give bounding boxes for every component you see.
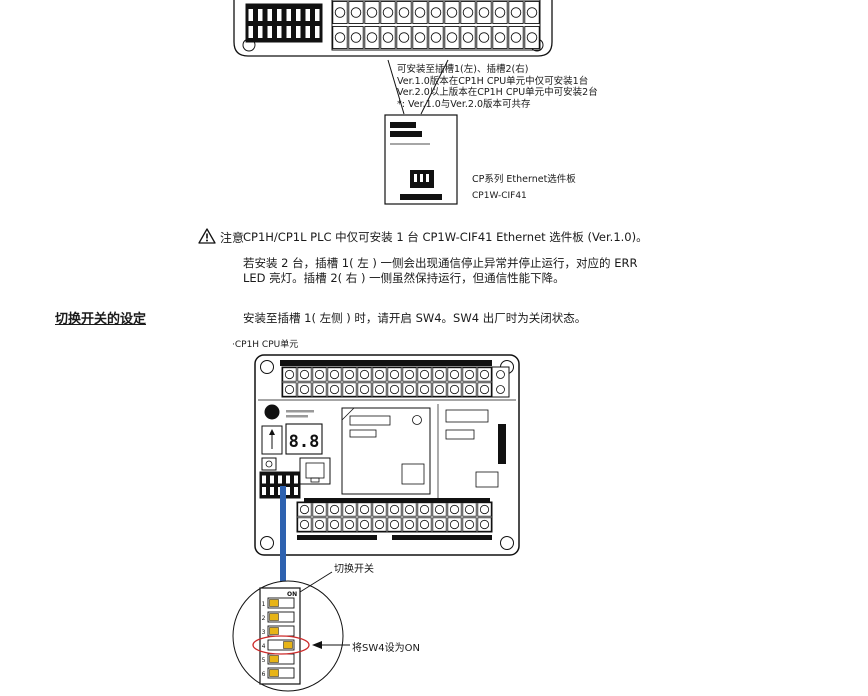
caution-paragraph: 若安装 2 台，插槽 1( 左 ) 一侧会出现通信停止异常并停止运行，对应的 E… (243, 256, 637, 285)
slot-pointer-lines (387, 59, 449, 115)
board-model-label: CP1W-CIF41 (472, 191, 527, 201)
sw4-highlight-ellipse (252, 635, 310, 655)
caution-line: 若安装 2 台，插槽 1( 左 ) 一侧会出现通信停止异常并停止运行，对应的 E… (243, 256, 638, 270)
display-readout: 8.8 (289, 432, 320, 452)
dip-on-label: ON (287, 591, 297, 598)
slot-install-note: 可安装至插槽1(左)、插槽2(右) Ver.1.0版本在CP1H CPU单元中仅… (397, 64, 598, 110)
seven-segment-display (285, 423, 323, 455)
zoom-callout-line (280, 486, 286, 582)
cpu-unit-bottom-drawing (233, 0, 553, 57)
top-terminal-strip (281, 366, 493, 398)
ethernet-option-board-drawing (384, 114, 458, 205)
analog-dial (264, 404, 280, 420)
note-line: *: Ver.1.0与Ver.2.0版本可共存 (397, 98, 531, 110)
dip-switch-label: 切换开关 (334, 564, 374, 575)
dip-switch-6 (267, 667, 295, 679)
bottom-edge-bar (304, 498, 490, 503)
caution-paragraph: CP1H/CP1L PLC 中仅可安装 1 台 CP1W-CIF41 Ether… (243, 230, 648, 244)
board-label-bar (390, 131, 422, 137)
sw4-arrow (312, 641, 322, 649)
dip-switch-1 (267, 597, 295, 609)
board-series-label: CP系列 Ethernet选件板 (472, 174, 576, 185)
dip-number: 1 (262, 601, 266, 608)
caution-label: 注意 (220, 231, 245, 245)
note-line: Ver.2.0以上版本在CP1H CPU单元中可安装2台 (397, 87, 598, 98)
screw-terminal-strip (331, 0, 541, 51)
mounting-hole (260, 536, 274, 550)
bottom-terminal-strip (296, 501, 493, 533)
option-board-slot (341, 407, 431, 495)
dip-number: 6 (262, 671, 266, 678)
dip-number: 2 (262, 615, 266, 622)
dip-switch-4 (267, 639, 295, 651)
mounting-hole (260, 360, 274, 374)
dip-switch-zoom: ON 1 2 3 4 5 6 (232, 571, 350, 692)
mode-button (261, 457, 277, 471)
caution-line: LED 亮灯。插槽 2( 右 ) 一侧虽然保持运行，但通信性能下降。 (243, 270, 565, 285)
note-line: 可安装至插槽1(左)、插槽2(右) (397, 64, 529, 75)
mounting-hole (500, 536, 514, 550)
dip-number: 4 (262, 643, 266, 650)
expansion-connector (498, 424, 506, 464)
ethernet-port (299, 457, 331, 485)
dip-number: 3 (262, 629, 266, 636)
board-label: CP系列 Ethernet选件板 CP1W-CIF41 (472, 172, 576, 204)
warning-icon (198, 228, 216, 248)
dip-switch-2 (267, 611, 295, 623)
sw4-annotation: 将SW4设为ON (352, 643, 420, 654)
section-heading: 切换开关的设定 (55, 312, 147, 327)
dip-number: 5 (262, 657, 266, 664)
board-bottom-bar (400, 194, 442, 200)
top-edge-bar (280, 360, 492, 366)
cpu-unit-drawing: 8.8 (254, 354, 520, 556)
board-label-bar (390, 122, 416, 128)
unit-label: ·CP1H CPU单元 (232, 340, 299, 350)
terminal-comb-block (245, 3, 323, 43)
section-body: 安装至插槽 1( 左侧 ) 时，请开启 SW4。SW4 出厂时为关闭状态。 (243, 311, 587, 325)
note-line: Ver.1.0版本在CP1H CPU单元中仅可安装1台 (397, 75, 589, 87)
